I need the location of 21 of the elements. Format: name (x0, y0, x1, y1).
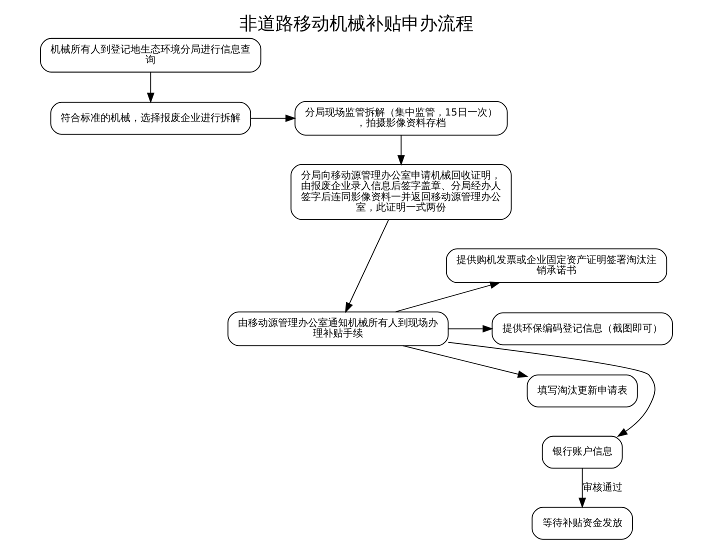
arrow (396, 135, 404, 166)
arrow (447, 325, 493, 333)
node-box: 符合标准的机械，选择报废企业进行拆解 (50, 102, 251, 135)
node-box: 分局现场监管拆解（集中监管，15日一次），拍摄影像资料存档 (294, 100, 508, 136)
arrow (402, 345, 528, 378)
arrow (344, 219, 389, 314)
arrow (394, 282, 500, 312)
node-box: 分局向移动源管理办公室申请机械回收证明，由报废企业录入信息后签字盖章、分局经办人签字后连同影像资料一并返回移动源管理办公室，此证明一式两份 (290, 164, 512, 220)
arrow (578, 468, 586, 508)
arrow (250, 114, 296, 122)
node-box: 填写淘汰更新申请表 (526, 374, 638, 408)
node-box: 机械所有人到登记地生态环境分局进行信息查询 (40, 38, 261, 73)
edge-label: 审核通过 (582, 482, 622, 494)
node-box: 提供环保编码登记信息（截图即可） (491, 312, 672, 346)
node-box: 由移动源管理办公室通知机械所有人到现场办理补贴手续 (227, 311, 448, 346)
node-box: 银行账户信息 (541, 436, 622, 469)
diagram-title: 非道路移动机械补贴申办流程 (239, 14, 473, 34)
arrow (447, 342, 655, 437)
node-box: 提供购机发票或企业固定资产证明签署淘汰注销承诺书 (445, 248, 667, 284)
node-box: 等待补贴资金发放 (531, 506, 632, 540)
arrow (146, 72, 154, 104)
